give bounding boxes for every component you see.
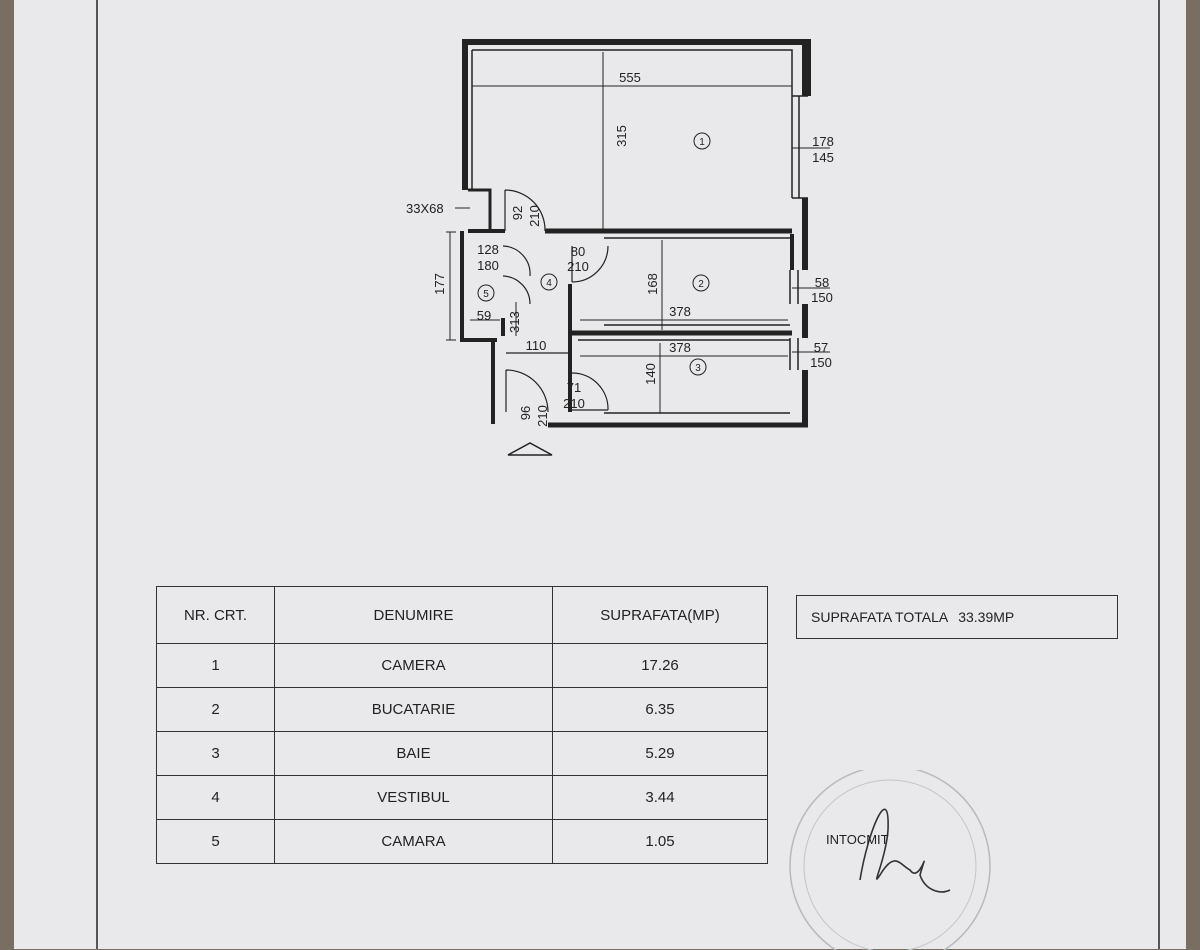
floor-plan: 1 2 3 4 5 555 315 178 145 33X68 92 210 1… <box>406 39 834 456</box>
dim-bath-depth: 140 <box>643 363 658 385</box>
row-nr: 3 <box>156 731 275 776</box>
room-4-number: 4 <box>546 278 552 289</box>
dim-door-camara-height: 180 <box>477 258 499 273</box>
row-area: 3.44 <box>552 775 768 820</box>
row-name: CAMERA <box>274 643 553 688</box>
row-name: VESTIBUL <box>274 775 553 820</box>
row-name: BUCATARIE <box>274 687 553 732</box>
table-row: 4 VESTIBUL 3.44 <box>156 775 768 820</box>
row-nr: 5 <box>156 819 275 864</box>
room-3-circle <box>689 358 707 376</box>
wall-camara-left <box>460 231 497 342</box>
dim-camara-width: 59 <box>477 308 491 323</box>
row-area: 17.26 <box>552 643 768 688</box>
dim-door-room1-width: 92 <box>510 206 525 220</box>
dim-win1-height: 145 <box>812 150 834 165</box>
dim-door-entry-height: 210 <box>535 405 550 427</box>
dim-door-bath-width: 71 <box>567 380 581 395</box>
window-bath <box>789 338 799 370</box>
row-name: CAMARA <box>274 819 553 864</box>
row-nr: 4 <box>156 775 275 820</box>
dim-win2-height: 150 <box>811 290 833 305</box>
entrance-arrow-icon <box>507 442 553 456</box>
row-area: 1.05 <box>552 819 768 864</box>
row-name: BAIE <box>274 731 553 776</box>
door-entry-swing <box>505 369 549 413</box>
row-area: 6.35 <box>552 687 768 732</box>
total-area-value: 33.39MP <box>958 609 1015 625</box>
header-nr: NR. CRT. <box>156 586 275 644</box>
table-row: 5 CAMARA 1.05 <box>156 819 768 864</box>
room-5-number: 5 <box>483 289 489 300</box>
room-2-circle <box>692 274 710 292</box>
dim-hall-depth: 313 <box>507 311 522 333</box>
dim-door-camara-width: 128 <box>477 242 499 257</box>
total-area-box: SUPRAFATA TOTALA 33.39MP <box>796 595 1118 639</box>
dim-camara-depth: 177 <box>432 273 447 295</box>
window-room1 <box>791 96 800 198</box>
signer-label: INTOCMIT <box>826 832 889 847</box>
total-area-label: SUPRAFATA TOTALA <box>811 609 949 625</box>
table-header-row: NR. CRT. DENUMIRE SUPRAFATA(MP) <box>156 586 768 644</box>
dim-room1-width: 555 <box>619 70 641 85</box>
dim-door-kitchen-height: 210 <box>567 259 589 274</box>
room-2-number: 2 <box>698 279 704 290</box>
room-1-circle <box>693 132 711 150</box>
dim-hall-width: 110 <box>526 338 547 353</box>
dim-win3-width: 57 <box>814 340 828 355</box>
dim-win2-width: 58 <box>815 275 829 290</box>
dim-door-kitchen-width: 80 <box>571 244 585 259</box>
dim-win1-width: 178 <box>812 134 834 149</box>
row-nr: 2 <box>156 687 275 732</box>
dim-kitchen-width: 378 <box>669 304 691 319</box>
dim-bath-width: 378 <box>669 340 691 355</box>
room-3-number: 3 <box>695 363 701 374</box>
left-margin-line <box>96 0 98 949</box>
table-row: 1 CAMERA 17.26 <box>156 643 768 688</box>
dim-room1-depth: 315 <box>614 125 629 147</box>
signature-scribble <box>859 808 951 893</box>
dim-kitchen-depth: 168 <box>645 273 660 295</box>
row-area: 5.29 <box>552 731 768 776</box>
dim-door-bath-height: 210 <box>563 396 585 411</box>
dim-door-room1-height: 210 <box>527 205 542 227</box>
window-size-label: 33X68 <box>406 201 444 216</box>
dim-door-entry-width: 96 <box>518 406 533 420</box>
row-nr: 1 <box>156 643 275 688</box>
right-margin-line <box>1158 0 1160 949</box>
wall-camara-box <box>468 188 492 231</box>
room-1-number: 1 <box>699 137 705 148</box>
header-name: DENUMIRE <box>274 586 553 644</box>
table-row: 2 BUCATARIE 6.35 <box>156 687 768 732</box>
room-5-circle <box>477 284 495 302</box>
door-bath-swing <box>571 372 609 411</box>
room-4-circle <box>540 273 558 291</box>
table-row: 3 BAIE 5.29 <box>156 731 768 776</box>
stamp-seal <box>789 770 991 950</box>
dim-win3-height: 150 <box>810 355 832 370</box>
rooms-table: NR. CRT. DENUMIRE SUPRAFATA(MP) 1 CAMERA… <box>156 586 768 864</box>
header-area: SUPRAFATA(MP) <box>552 586 768 644</box>
door-camara-swing <box>502 245 531 305</box>
door-kitchen-swing <box>571 245 609 283</box>
window-kitchen <box>789 270 799 304</box>
door-room1-swing <box>504 189 546 232</box>
